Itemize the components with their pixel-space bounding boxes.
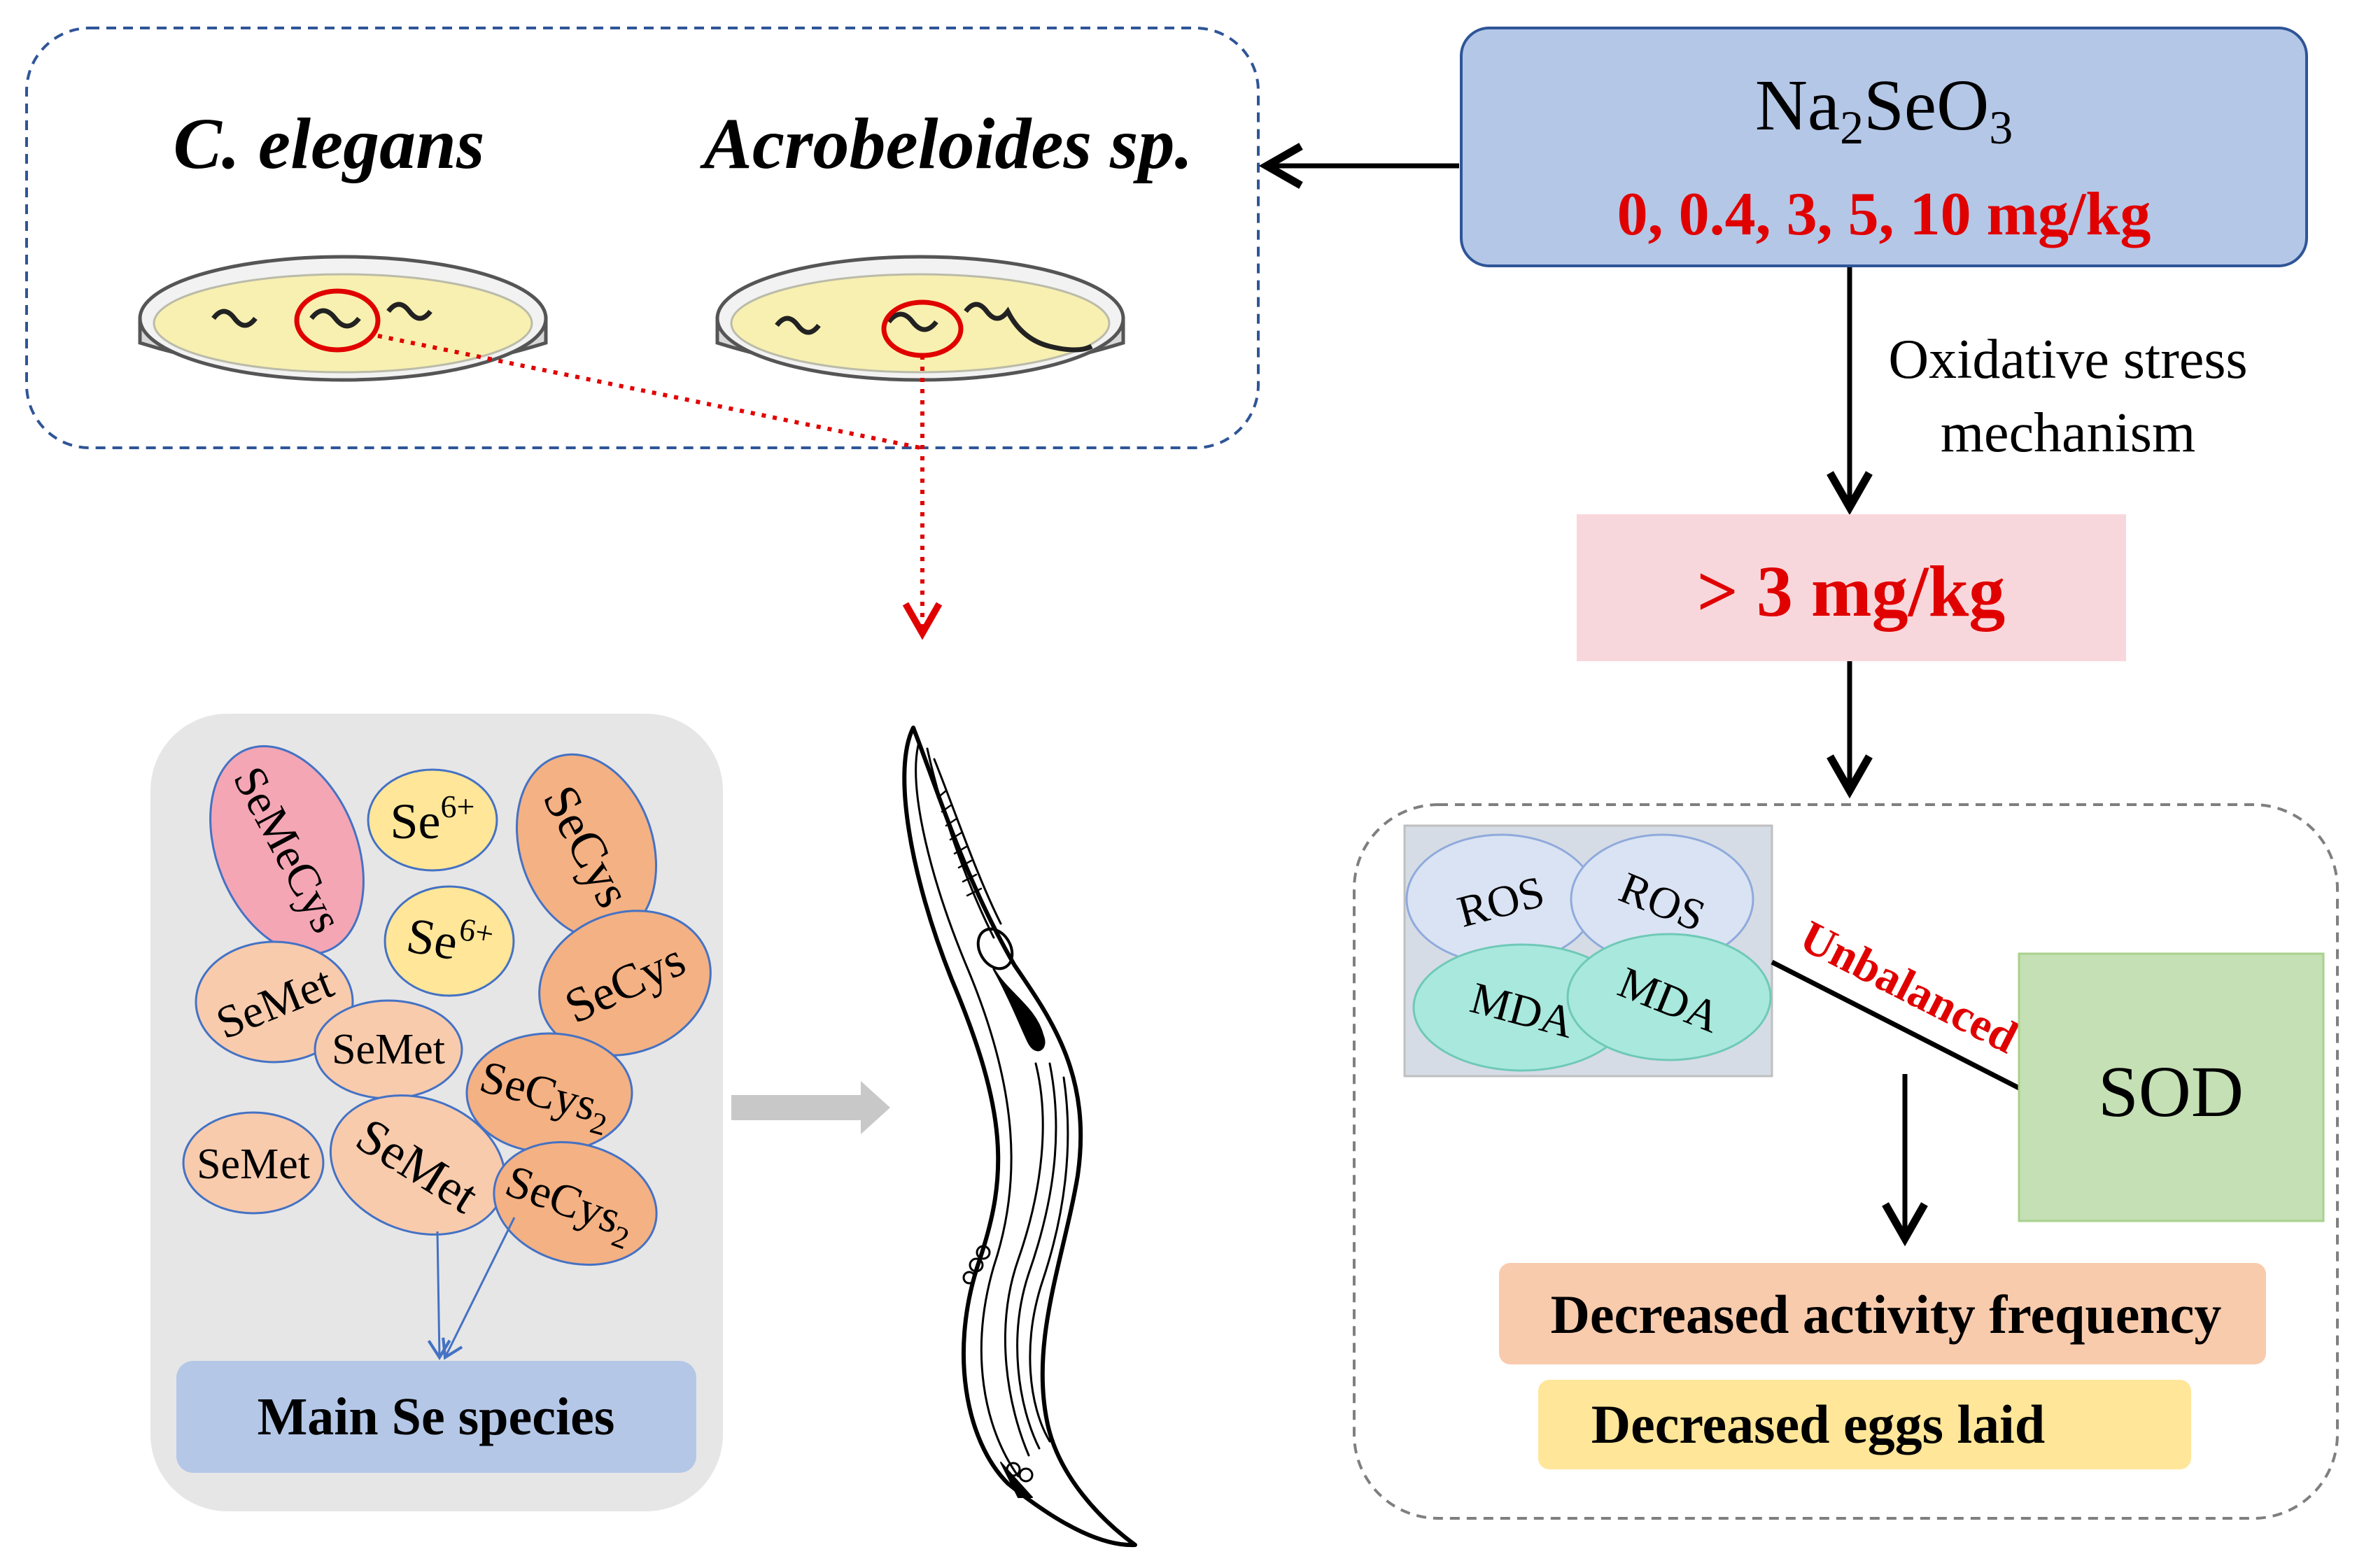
compound-doses: 0, 0.4, 3, 5, 10 mg/kg [1617,181,2151,248]
species-se6-a-ellipse [367,768,498,872]
worm-2 [309,308,361,329]
organism-label-acrobeloides: Acrobeloides sp. [699,104,1192,184]
species-semet-a-ellipse [195,940,354,1064]
species-se6-a: Se6+ [391,789,475,849]
petri-dish-left [138,255,548,382]
highlight-circle-left [294,288,381,353]
species-semet-c: SeMet [197,1140,310,1188]
worm-3 [386,302,432,321]
compound-formula: Na2SeO3 [1755,65,2013,154]
organism-label-c-elegans: C. elegans [174,104,485,184]
se6-b-base: Se [402,907,462,970]
eggs-label: Decreased eggs laid [1591,1394,2045,1455]
sod-box [2018,952,2325,1222]
formula-sub-2: 2 [1840,101,1864,154]
formula-na: Na [1755,65,1840,146]
species-semet-b: SeMet [332,1026,445,1073]
unbalanced-label: Unbalanced [1792,911,2026,1064]
species-se6-b: Se6+ [402,902,496,977]
threshold-box [1577,514,2126,661]
grey-arrow-to-worm [731,1081,890,1134]
effects-frame [1353,803,2339,1520]
nematode-illustration [902,726,1137,1548]
se6-b-sup: 6+ [456,911,496,952]
red-dotted-connector-left [377,334,921,450]
main-se-species-box [176,1361,696,1473]
worm-1 [211,309,258,328]
se6-a-base: Se [391,793,441,849]
worm-5 [887,311,938,332]
species-secys-b-ellipse [538,910,712,1057]
main-se-species-label: Main Se species [258,1387,615,1446]
species-semet-c-ellipse [182,1111,325,1215]
worm-6 [964,302,1093,353]
species-semecys-ellipse [209,744,365,956]
petri-dish-right [715,255,1125,382]
compound-box [1460,27,2308,267]
formula-sub-3: 3 [1989,101,2013,154]
se6-a-sup: 6+ [441,789,475,824]
formula-seo: SeO [1864,65,1989,146]
eggs-box [1538,1380,2191,1469]
blue-arrow-secys2 [442,1217,516,1360]
blue-arrow-semet [427,1231,451,1360]
sod-label: SOD [2098,1052,2244,1132]
mechanism-line-1: Oxidative stress [1888,329,2247,390]
mechanism-line-2: mechanism [1941,402,2195,464]
threshold-label: > 3 mg/kg [1697,551,2006,632]
worm-4 [775,316,821,335]
activity-label: Decreased activity frequency [1551,1284,2222,1345]
unbalanced-line [1771,959,2020,1091]
mda-ellipse-2 [1566,933,1772,1061]
species-se6-b-ellipse [384,885,515,997]
organism-frame [25,27,1260,449]
activity-box [1499,1263,2266,1364]
species-secys2-b-ellipse [493,1140,658,1266]
